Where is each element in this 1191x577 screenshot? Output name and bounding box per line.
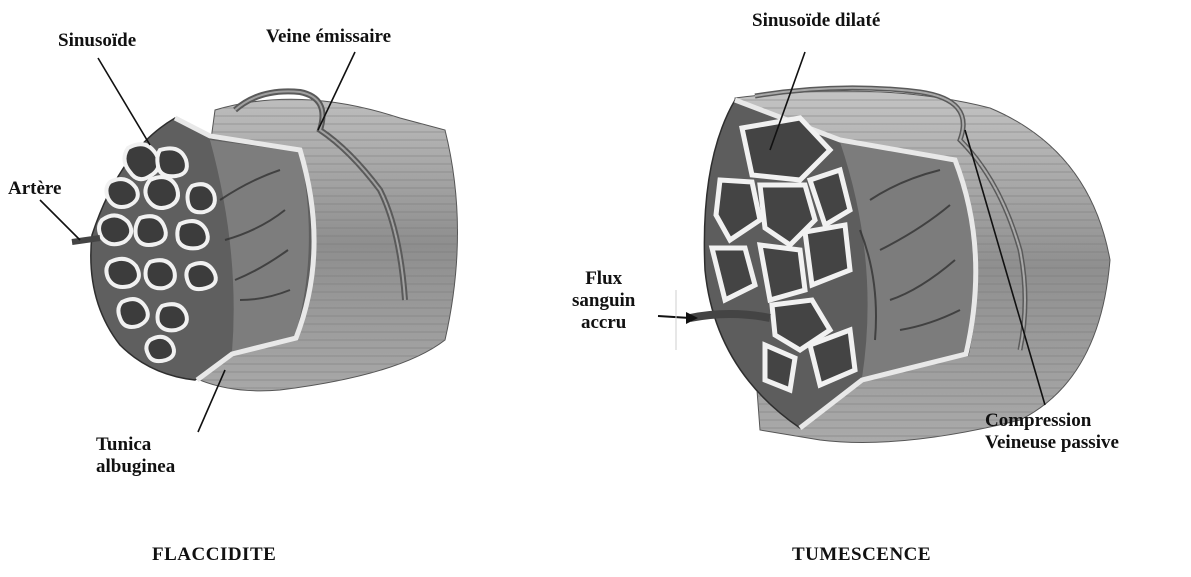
label-compression-line2: Veineuse passive xyxy=(985,432,1119,454)
label-tunica: Tunica albuginea xyxy=(96,434,175,478)
flaccid-artery xyxy=(72,238,100,242)
tumescent-penis-cross-section xyxy=(690,88,1110,443)
label-tunica-line1: Tunica xyxy=(96,434,175,456)
label-compression-line1: Compression xyxy=(985,410,1119,432)
label-sinusoid: Sinusoïde xyxy=(58,30,136,52)
flaccid-sinusoid xyxy=(136,216,166,245)
flaccid-sinusoid xyxy=(118,299,147,327)
label-flow-line1: Flux xyxy=(572,268,635,290)
title-tumescence: TUMESCENCE xyxy=(792,544,931,566)
label-compression: Compression Veineuse passive xyxy=(985,410,1119,454)
flaccid-sinusoid xyxy=(99,215,131,244)
flaccid-sinusoid xyxy=(124,144,158,179)
flaccid-penis-cross-section xyxy=(72,91,458,390)
label-flow-line2: sanguin xyxy=(572,290,635,312)
flaccid-sinusoid xyxy=(177,221,207,248)
flaccid-sinusoid xyxy=(106,179,137,207)
title-flaccidite: FLACCIDITE xyxy=(152,544,276,566)
label-dilated-sinusoid: Sinusoïde dilaté xyxy=(752,10,880,32)
flaccid-sinusoid xyxy=(146,337,174,361)
flaccid-sinusoid xyxy=(186,263,215,289)
label-artery: Artère xyxy=(8,178,61,200)
flaccid-sinusoid xyxy=(106,259,139,287)
flaccid-sinusoid xyxy=(158,304,187,330)
flaccid-sinusoid xyxy=(146,260,175,288)
tumescent-sinusoid xyxy=(760,245,805,300)
label-flow: Flux sanguin accru xyxy=(572,268,635,334)
flaccid-sinusoid xyxy=(145,177,178,208)
label-emissary-vein: Veine émissaire xyxy=(266,26,391,48)
label-flow-line3: accru xyxy=(572,312,635,334)
flaccid-sinusoid xyxy=(157,148,187,176)
tumescent-artery xyxy=(690,314,770,318)
flaccid-sinusoid xyxy=(188,184,215,212)
label-tunica-line2: albuginea xyxy=(96,456,175,478)
